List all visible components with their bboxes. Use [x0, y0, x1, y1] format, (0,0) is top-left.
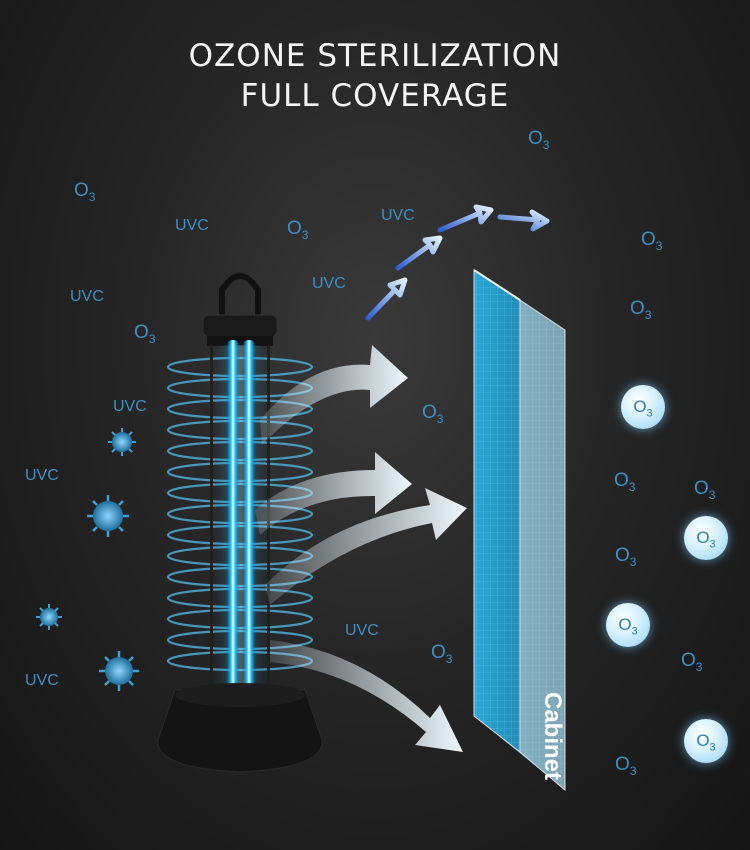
white-flow-arrows — [255, 345, 467, 752]
uv-lamp — [157, 273, 323, 773]
o3-label: O3 — [681, 650, 703, 674]
headline-line-1: OZONE STERILIZATION — [188, 38, 562, 74]
o3-label: O3 — [630, 298, 652, 322]
o3-label: O3 — [615, 754, 637, 778]
o3-label: O3 — [287, 218, 309, 242]
virus-icon — [87, 495, 129, 537]
uvc-label: UVC — [25, 672, 59, 689]
o3-label: O3 — [528, 128, 550, 152]
virus-icon — [108, 428, 136, 456]
o3-label: O3 — [74, 180, 96, 204]
virus-icon — [99, 651, 139, 691]
headline-line-2: FULL COVERAGE — [240, 78, 510, 114]
uvc-label: UVC — [312, 275, 346, 292]
o3-label: O3 — [641, 229, 663, 253]
cabinet-panel — [473, 269, 566, 792]
uvc-label: UVC — [175, 217, 209, 234]
o3-bubble: O3 — [606, 603, 650, 647]
virus-particles — [36, 428, 139, 691]
o3-label: O3 — [422, 402, 444, 426]
uvc-label: UVC — [345, 622, 379, 639]
uvc-label: UVC — [113, 398, 147, 415]
uvc-label: UVC — [25, 467, 59, 484]
o3-label: O3 — [694, 478, 716, 502]
uvc-label: UVC — [381, 207, 415, 224]
o3-bubble: O3 — [684, 516, 728, 560]
small-arrows — [365, 204, 550, 321]
o3-label: O3 — [431, 642, 453, 666]
o3-label: O3 — [615, 545, 637, 569]
o3-bubble: O3 — [684, 719, 728, 763]
o3-bubble: O3 — [621, 385, 665, 429]
cabinet-label: Cabinet — [539, 692, 566, 781]
o3-label: O3 — [614, 470, 636, 494]
o3-label: O3 — [134, 322, 156, 346]
uvc-label: UVC — [70, 288, 104, 305]
virus-icon — [36, 604, 62, 630]
